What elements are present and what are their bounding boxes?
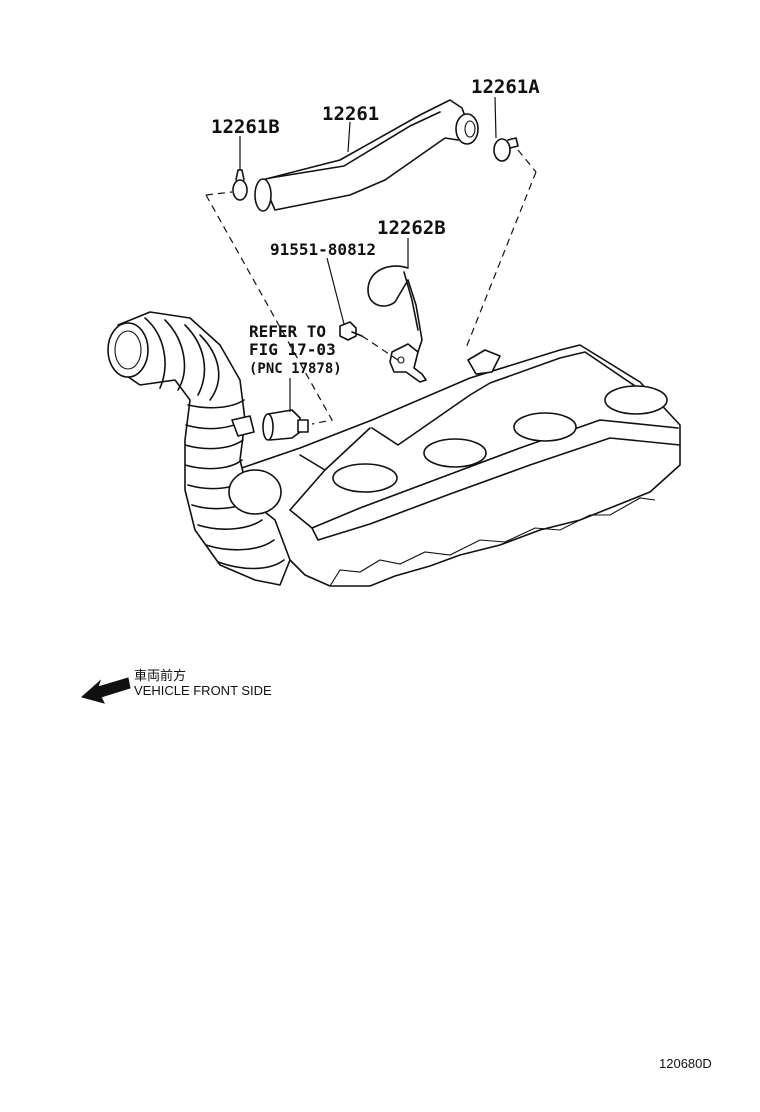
hose-bracket [367, 265, 427, 383]
label-12262b: 12262B [377, 217, 446, 239]
hose-clamp-b [232, 169, 248, 201]
front-direction-arrow [80, 677, 131, 704]
assembly-guide-lines [205, 149, 537, 425]
label-fig-17-03: FIG 17-03 [249, 340, 336, 359]
engine-cylinder-head [229, 344, 681, 587]
pcv-valve [262, 409, 309, 441]
label-12261a: 12261A [471, 76, 540, 98]
bolt [339, 321, 363, 341]
pcv-hose [254, 99, 479, 212]
label-12261: 12261 [322, 103, 379, 125]
illustration-code: 120680D [659, 1056, 712, 1071]
label-refer-to: REFER TO [249, 322, 326, 341]
vehicle-front-indicator: 車両前方 VEHICLE FRONT SIDE [80, 668, 272, 704]
label-pnc-17878: (PNC 17878) [249, 361, 342, 377]
front-side-label-japanese: 車両前方 [134, 668, 186, 683]
hose-clamp-a [493, 137, 519, 162]
label-91551-80812: 91551-80812 [270, 240, 376, 259]
front-side-label-english: VEHICLE FRONT SIDE [134, 683, 272, 698]
leader-lines [239, 96, 497, 412]
air-intake-duct [107, 311, 291, 586]
label-12261b: 12261B [211, 116, 280, 138]
